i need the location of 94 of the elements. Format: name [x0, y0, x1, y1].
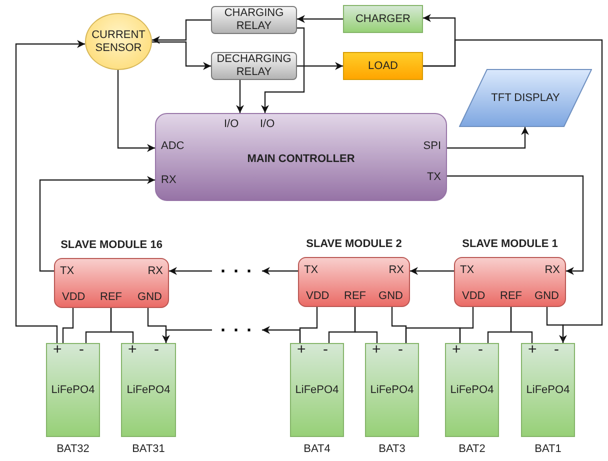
node-label: MAIN CONTROLLER: [247, 153, 355, 166]
display-parallelogram: [459, 69, 592, 127]
battery-name: BAT31: [131, 443, 166, 455]
arrow: [423, 39, 603, 343]
battery-name: BAT2: [458, 443, 486, 455]
pin-label: ADC: [161, 140, 184, 153]
module-heading: SLAVE MODULE 16: [60, 239, 162, 252]
battery-cell: [365, 343, 419, 437]
pin-label: GND: [534, 290, 559, 303]
pin-label: VDD: [62, 291, 86, 304]
battery-cell: [445, 343, 499, 437]
node-label: LiFePO4: [126, 384, 170, 397]
ellipsis: · · ·: [212, 320, 262, 340]
wire: [62, 308, 74, 343]
arrow: [447, 175, 584, 275]
battery-cell: [290, 343, 344, 437]
node-label: TFT DISPLAY: [491, 92, 560, 104]
terminal-sign: +: [372, 343, 381, 356]
pin-label: TX: [60, 265, 74, 278]
node-label: CHARGER: [355, 12, 410, 26]
node-label: LOAD: [368, 60, 398, 72]
battery-name: BAT4: [302, 443, 332, 455]
node-label: LiFePO4: [51, 384, 95, 397]
wire: [391, 307, 407, 343]
node-label: DECHARGING RELAY: [216, 53, 292, 79]
pin-label: REF: [500, 290, 522, 303]
arrow: [162, 329, 212, 343]
battery-cell: [121, 343, 176, 437]
wire: [405, 327, 461, 343]
relay-box: [211, 52, 297, 80]
relay-box: [211, 6, 297, 34]
pin-label: GND: [138, 291, 162, 304]
pin-label: REF: [100, 291, 122, 304]
arrow: [261, 27, 305, 113]
arrow: [410, 267, 454, 275]
node-label: LiFePO4: [526, 384, 570, 397]
terminal-sign: -: [554, 343, 559, 356]
pin-label: RX: [388, 264, 404, 277]
arrow: [447, 127, 529, 149]
terminal-sign: +: [53, 343, 62, 356]
arrow: [39, 176, 155, 272]
battery-cell: [46, 343, 100, 437]
node-label: CURRENT SENSOR: [90, 28, 146, 54]
arrow: [152, 19, 211, 44]
pin-label: I/O: [260, 118, 275, 131]
charger-box: [343, 5, 423, 33]
arrow: [297, 15, 343, 23]
node-label: LiFePO4: [450, 384, 494, 397]
pin-label: TX: [304, 264, 318, 277]
terminal-sign: -: [79, 343, 84, 356]
arrow: [15, 40, 85, 343]
wire: [510, 307, 533, 343]
arrow: [236, 80, 244, 113]
battery-name: BAT1: [534, 443, 562, 455]
pin-label: RX: [161, 174, 176, 187]
pin-label: RX: [544, 264, 560, 277]
node-label: LiFePO4: [370, 384, 414, 397]
terminal-sign: +: [297, 343, 306, 356]
arrow: [169, 267, 212, 275]
pin-label: GND: [378, 290, 403, 303]
battery-name: BAT32: [56, 443, 90, 455]
terminal-sign: -: [478, 343, 483, 356]
module-heading: SLAVE MODULE 2: [306, 238, 402, 251]
terminal-sign: +: [128, 343, 137, 356]
terminal-sign: -: [154, 343, 159, 356]
pin-label: I/O: [224, 118, 239, 131]
pin-label: VDD: [306, 290, 330, 303]
battery-name: BAT3: [378, 443, 406, 455]
terminal-sign: -: [398, 343, 403, 356]
ellipsis: · · ·: [212, 261, 262, 281]
controller-box: [155, 113, 447, 201]
wire: [110, 308, 134, 343]
pin-label: REF: [344, 290, 366, 303]
wire: [546, 307, 564, 343]
wire: [299, 307, 318, 343]
module-heading: SLAVE MODULE 1: [462, 238, 558, 251]
wire: [147, 308, 167, 343]
pin-label: TX: [460, 264, 474, 277]
terminal-sign: +: [528, 343, 537, 356]
pin-label: VDD: [462, 290, 486, 303]
arrow: [117, 70, 155, 152]
terminal-sign: +: [452, 343, 461, 356]
battery-cell: [521, 343, 575, 437]
arrow: [152, 41, 211, 70]
node-label: LiFePO4: [295, 384, 339, 397]
pin-label: SPI: [423, 140, 441, 153]
wire: [354, 307, 378, 343]
arrow: [297, 62, 343, 70]
pin-label: TX: [426, 171, 441, 184]
terminal-sign: -: [323, 343, 328, 356]
node-label: CHARGING RELAY: [223, 7, 285, 33]
load-box: [343, 52, 423, 80]
arrow: [262, 267, 298, 275]
pin-label: RX: [148, 265, 163, 278]
